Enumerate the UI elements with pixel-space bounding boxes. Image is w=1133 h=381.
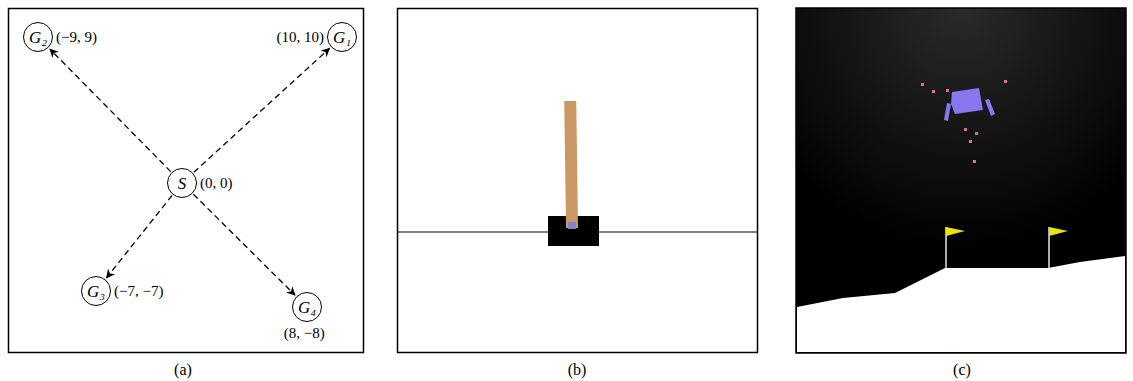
flag <box>946 227 965 236</box>
goal-circle: G₁(10, 10) <box>327 22 357 52</box>
engine-particles <box>921 80 1007 163</box>
node-label: G₂ <box>29 29 47 46</box>
lander-leg <box>944 103 951 121</box>
node-label: G₁ <box>333 29 351 46</box>
lander-leg <box>985 99 995 116</box>
particle <box>964 128 967 131</box>
dashed-arrow <box>194 48 330 172</box>
lander-body <box>951 88 983 114</box>
particle <box>975 132 978 135</box>
coordinate-label: (8, −8) <box>283 325 326 342</box>
coordinate-label: (10, 10) <box>276 29 326 46</box>
panel-frame <box>796 8 1126 353</box>
particle <box>946 89 949 92</box>
goal-circle: G₂(−9, 9) <box>23 22 53 52</box>
particle <box>1004 80 1007 83</box>
node-label: G₃ <box>87 283 105 300</box>
panel-caption: (c) <box>953 362 971 378</box>
flag <box>1049 227 1068 236</box>
panel-frame <box>398 9 758 353</box>
dashed-arrow <box>50 49 171 172</box>
panel-caption: (b) <box>568 362 587 378</box>
goal-circle: S(0, 0) <box>167 168 197 198</box>
particle <box>921 83 924 86</box>
axle <box>568 222 576 229</box>
coordinate-label: (0, 0) <box>199 175 234 192</box>
coordinate-label: (−9, 9) <box>55 29 98 46</box>
particle <box>932 90 935 93</box>
particle <box>969 140 972 143</box>
goal-circle: G₃(−7, −7) <box>81 276 111 306</box>
pole-bar <box>564 101 578 228</box>
particle <box>973 160 976 163</box>
panel-frame <box>9 9 364 353</box>
panel-caption: (a) <box>174 362 192 378</box>
goal-circle: G₄(8, −8) <box>292 292 322 322</box>
dashed-arrow <box>193 194 295 295</box>
node-label: G₄ <box>298 299 316 316</box>
pole <box>564 101 578 228</box>
coordinate-label: (−7, −7) <box>113 283 164 300</box>
node-label: S <box>178 175 187 192</box>
dashed-arrow <box>107 196 172 278</box>
terrain <box>797 256 1125 352</box>
